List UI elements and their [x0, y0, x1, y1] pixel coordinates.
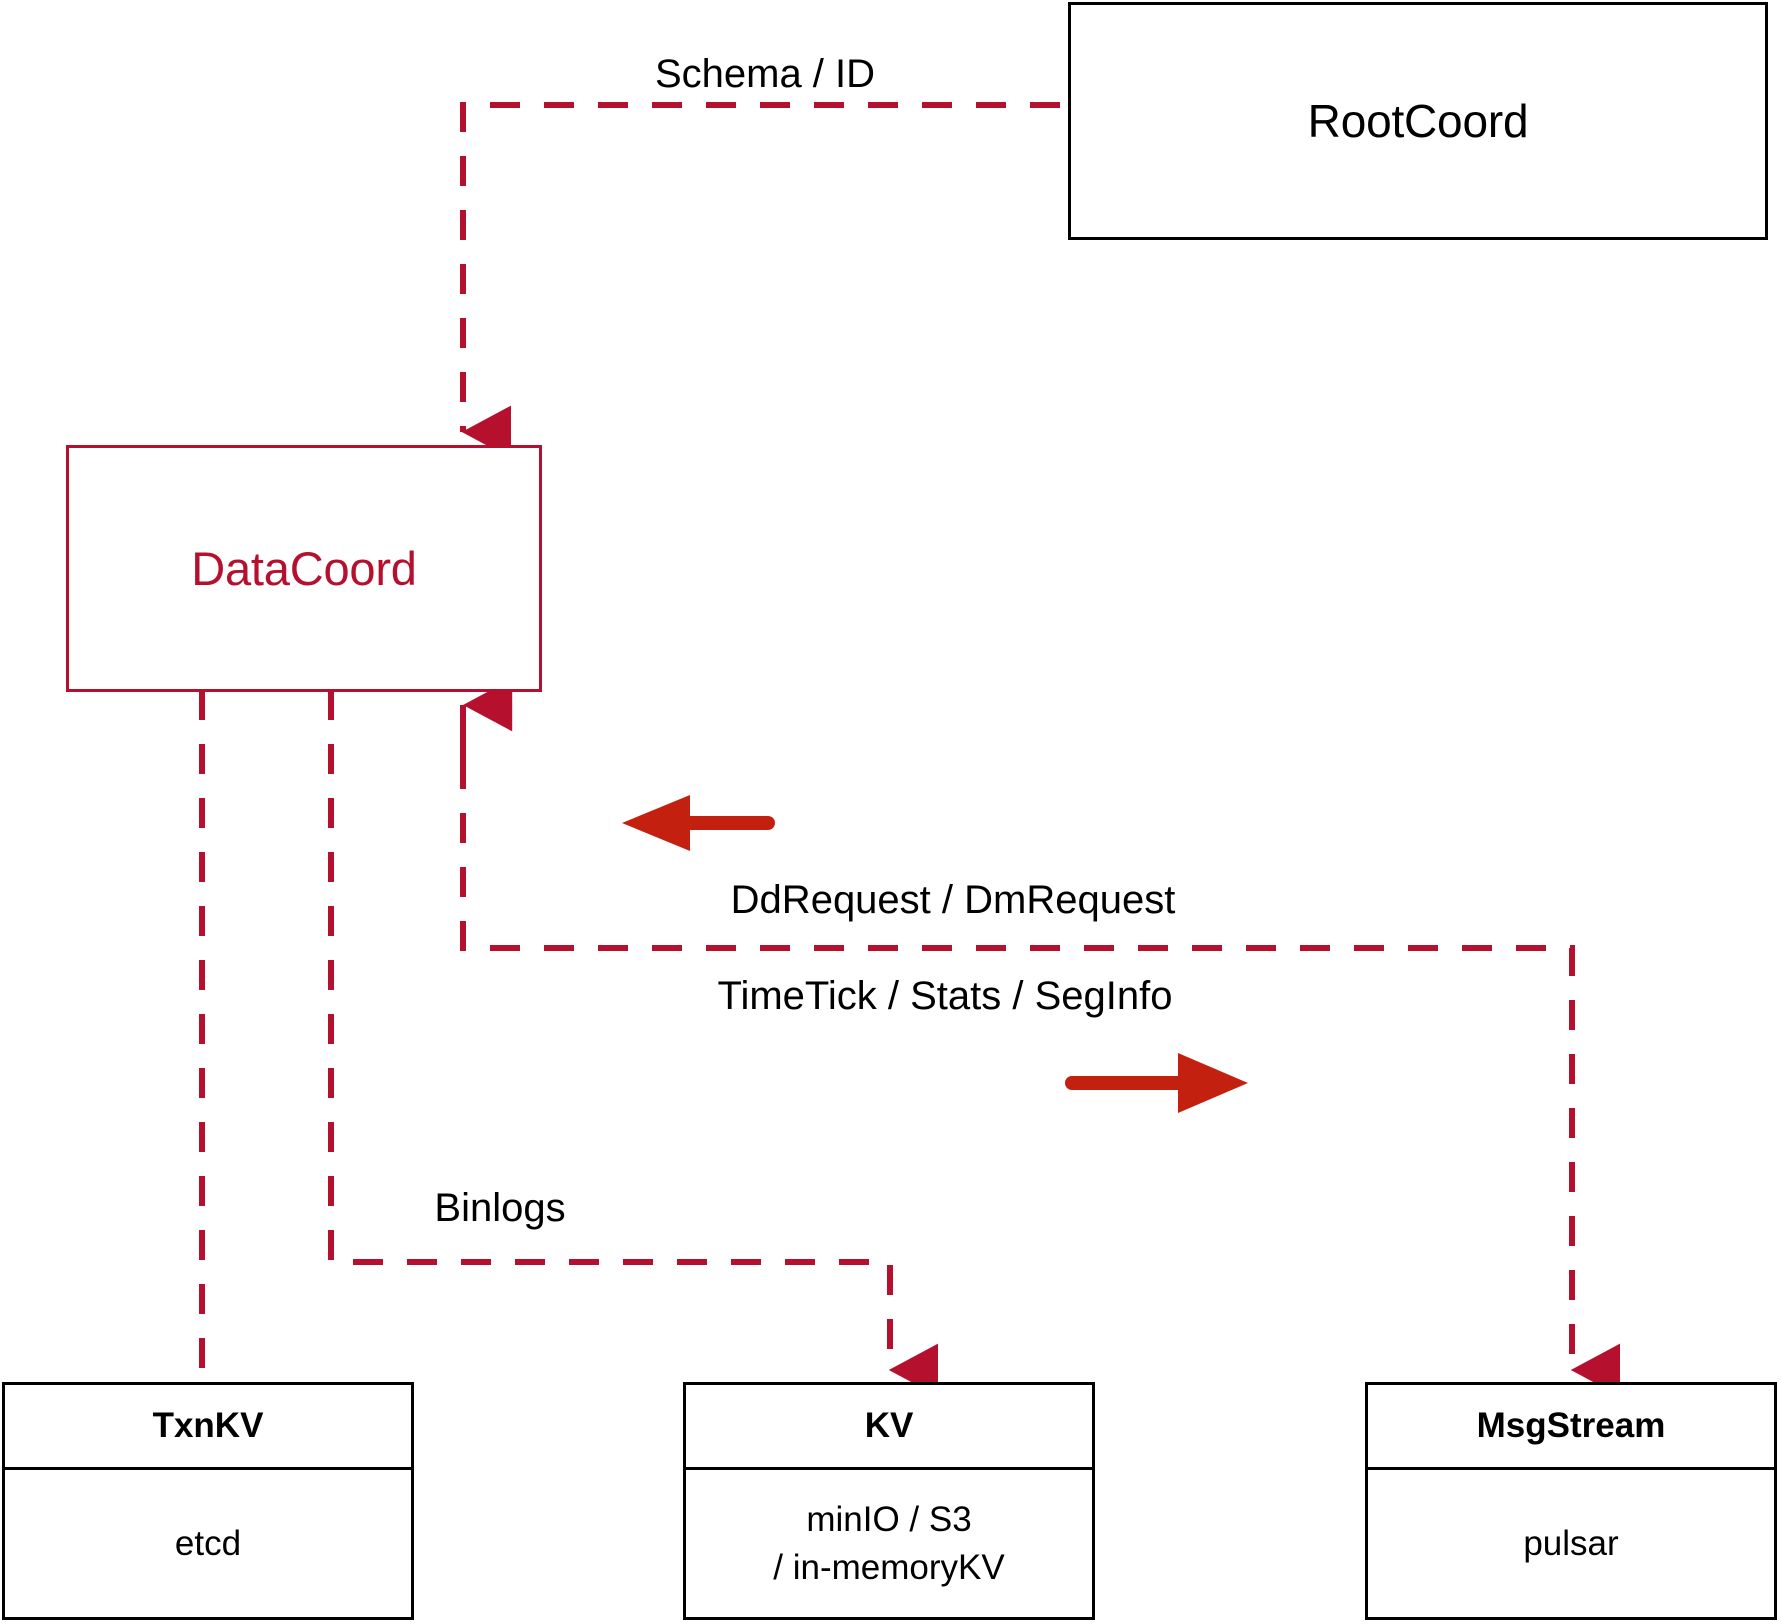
- node-kv-detail-1: minIO / S3: [806, 1500, 972, 1540]
- node-msgstream-title: MsgStream: [1368, 1385, 1774, 1470]
- node-msgstream[interactable]: MsgStream pulsar: [1365, 1382, 1777, 1620]
- edge-label-timetick-stats-seginfo: TimeTick / Stats / SegInfo: [717, 974, 1173, 1018]
- node-kv[interactable]: KV minIO / S3 / in-memoryKV: [683, 1382, 1095, 1620]
- node-txnkv-body: etcd: [5, 1470, 411, 1617]
- node-txnkv-detail-1: etcd: [174, 1523, 242, 1563]
- node-msgstream-detail-1: pulsar: [1523, 1523, 1619, 1563]
- node-datacoord[interactable]: DataCoord: [66, 445, 542, 692]
- node-rootcoord-label: RootCoord: [1307, 95, 1529, 147]
- node-msgstream-body: pulsar: [1368, 1470, 1774, 1617]
- node-rootcoord[interactable]: RootCoord: [1068, 2, 1768, 240]
- node-txnkv-title: TxnKV: [5, 1385, 411, 1470]
- arrow-left-ddrequest: [622, 795, 775, 851]
- node-txnkv[interactable]: TxnKV etcd: [2, 1382, 414, 1620]
- edge-schema-id: [460, 102, 1168, 459]
- node-kv-body: minIO / S3 / in-memoryKV: [686, 1470, 1092, 1617]
- node-kv-title: KV: [686, 1385, 1092, 1470]
- edge-label-binlogs: Binlogs: [434, 1186, 566, 1230]
- edge-label-schema-id: Schema / ID: [654, 52, 876, 96]
- node-kv-detail-2: / in-memoryKV: [773, 1547, 1005, 1587]
- edge-binlogs: [328, 690, 938, 1397]
- arrow-right-timetick: [1065, 1053, 1248, 1113]
- edge-msgstream-path: [460, 705, 1620, 1397]
- node-datacoord-label: DataCoord: [191, 542, 417, 595]
- edge-label-dd-dm-request: DdRequest / DmRequest: [730, 878, 1176, 922]
